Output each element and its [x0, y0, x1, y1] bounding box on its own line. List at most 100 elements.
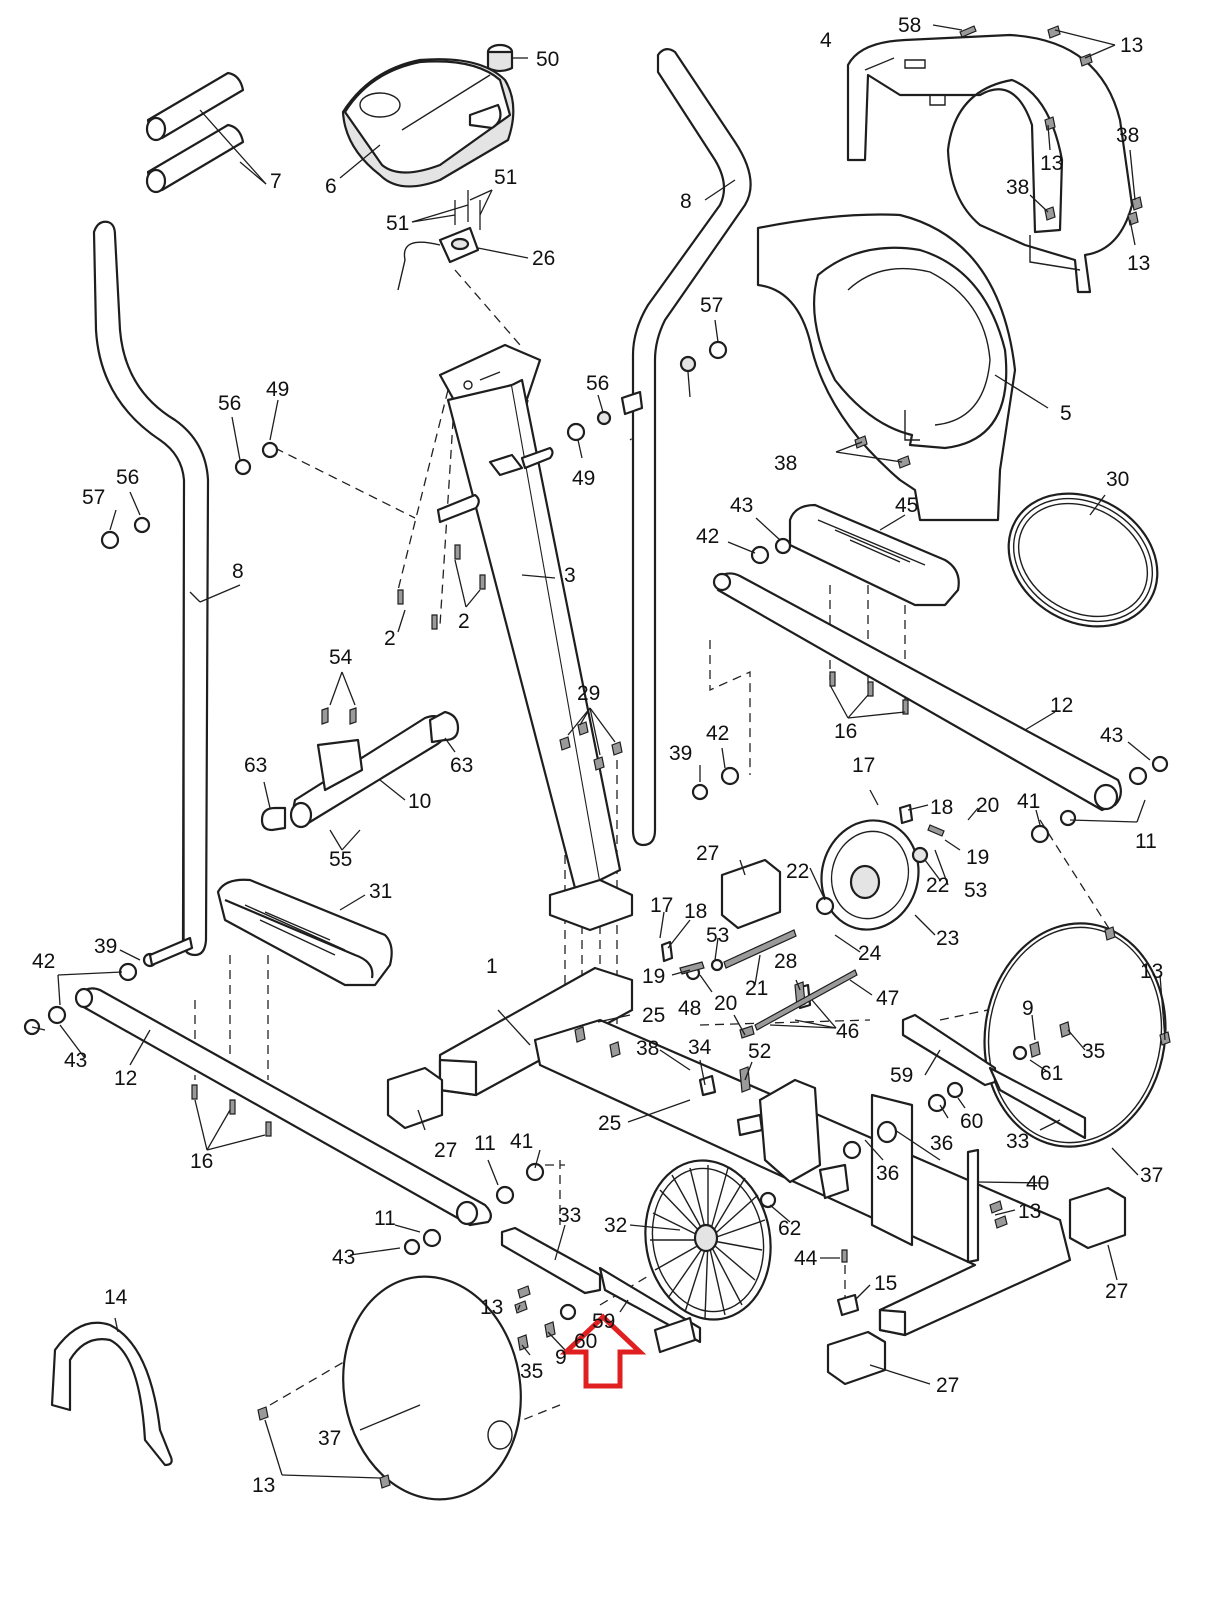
label-36: 36 [930, 1132, 953, 1155]
label-48: 48 [678, 997, 701, 1020]
label-12: 12 [1050, 694, 1073, 717]
label-13: 13 [480, 1296, 503, 1319]
left-pedal-arm [74, 987, 492, 1227]
label-15: 15 [874, 1272, 897, 1295]
label-59: 59 [592, 1310, 615, 1333]
console-housing [341, 58, 515, 188]
label-44: 44 [794, 1247, 818, 1270]
label-56: 56 [218, 392, 241, 415]
upright-post [436, 343, 634, 932]
crank-disk-left [342, 1275, 522, 1501]
label-32: 32 [604, 1214, 627, 1237]
right-pedal [788, 503, 960, 607]
label-38: 38 [636, 1037, 659, 1060]
label-19: 19 [642, 965, 665, 988]
label-25: 25 [598, 1112, 621, 1135]
label-17: 17 [650, 894, 673, 917]
label-25: 25 [642, 1004, 665, 1027]
label-13: 13 [1018, 1200, 1041, 1223]
label-47: 47 [876, 987, 899, 1010]
label-43: 43 [1100, 724, 1123, 747]
label-5: 5 [1060, 402, 1072, 425]
label-46: 46 [836, 1020, 859, 1043]
right-pedal-arm [712, 572, 1122, 812]
label-38: 38 [1006, 176, 1029, 199]
label-31: 31 [369, 880, 392, 903]
label-63: 63 [450, 754, 473, 777]
label-7: 7 [270, 170, 282, 193]
label-43: 43 [730, 494, 753, 517]
label-22: 22 [786, 860, 809, 883]
label-51: 51 [386, 212, 409, 235]
label-50: 50 [536, 48, 559, 71]
rear-shroud-front [756, 213, 1017, 522]
label-62: 62 [778, 1217, 801, 1240]
label-16: 16 [190, 1150, 213, 1173]
left-handlebar [92, 220, 210, 957]
label-63: 63 [244, 754, 267, 777]
label-56: 56 [586, 372, 609, 395]
label-29: 29 [577, 682, 600, 705]
label-37: 37 [1140, 1164, 1163, 1187]
label-40: 40 [1026, 1172, 1049, 1195]
label-16: 16 [834, 720, 857, 743]
label-13: 13 [252, 1474, 275, 1497]
label-55: 55 [329, 848, 352, 871]
label-10: 10 [408, 790, 431, 813]
drive-pulley [820, 819, 920, 931]
label-27: 27 [696, 842, 719, 865]
label-57: 57 [82, 486, 105, 509]
main-frame [438, 966, 1072, 1337]
label-42: 42 [706, 722, 729, 745]
crank-arm-right [901, 1013, 1087, 1140]
label-12: 12 [114, 1067, 137, 1090]
u-bracket [50, 1321, 173, 1467]
label-13: 13 [1140, 960, 1163, 983]
label-24: 24 [858, 942, 882, 965]
label-18: 18 [930, 796, 953, 819]
label-20: 20 [976, 794, 999, 817]
label-22: 22 [926, 874, 949, 897]
label-53: 53 [964, 879, 987, 902]
rear-shroud-upper [846, 33, 1134, 294]
label-60: 60 [574, 1330, 597, 1353]
label-6: 6 [325, 175, 337, 198]
bolts [191, 25, 1171, 1489]
label-9: 9 [555, 1346, 567, 1369]
label-58: 58 [898, 14, 921, 37]
label-4: 4 [820, 29, 832, 52]
label-43: 43 [332, 1246, 355, 1269]
label-34: 34 [688, 1036, 712, 1059]
label-17: 17 [852, 754, 875, 777]
label-14: 14 [104, 1286, 128, 1309]
label-27: 27 [1105, 1280, 1128, 1303]
handle-grips [145, 71, 245, 194]
label-51: 51 [494, 166, 517, 189]
flywheel [644, 1159, 772, 1321]
label-59: 59 [890, 1064, 913, 1087]
label-41: 41 [510, 1130, 533, 1153]
end-caps [386, 858, 1127, 1386]
label-21: 21 [745, 977, 768, 1000]
label-49: 49 [266, 378, 289, 401]
label-36: 36 [876, 1162, 899, 1185]
hardware-fasteners [23, 340, 1169, 1321]
label-27: 27 [434, 1139, 457, 1162]
label-9: 9 [1022, 997, 1034, 1020]
crank-arm-left [500, 1226, 702, 1354]
label-18: 18 [684, 900, 707, 923]
label-49: 49 [572, 467, 595, 490]
label-30: 30 [1106, 468, 1129, 491]
label-45: 45 [895, 494, 918, 517]
part-labels: 1 2 2 3 4 5 6 7 8 8 9 9 10 11 11 11 12 1… [32, 14, 1163, 1497]
tension-sensor [397, 190, 481, 291]
label-39: 39 [669, 742, 692, 765]
label-19: 19 [966, 846, 989, 869]
label-42: 42 [696, 525, 719, 548]
label-2: 2 [384, 627, 396, 650]
guide-rail [966, 1148, 980, 1264]
label-41: 41 [1017, 790, 1040, 813]
label-33: 33 [1006, 1130, 1029, 1153]
